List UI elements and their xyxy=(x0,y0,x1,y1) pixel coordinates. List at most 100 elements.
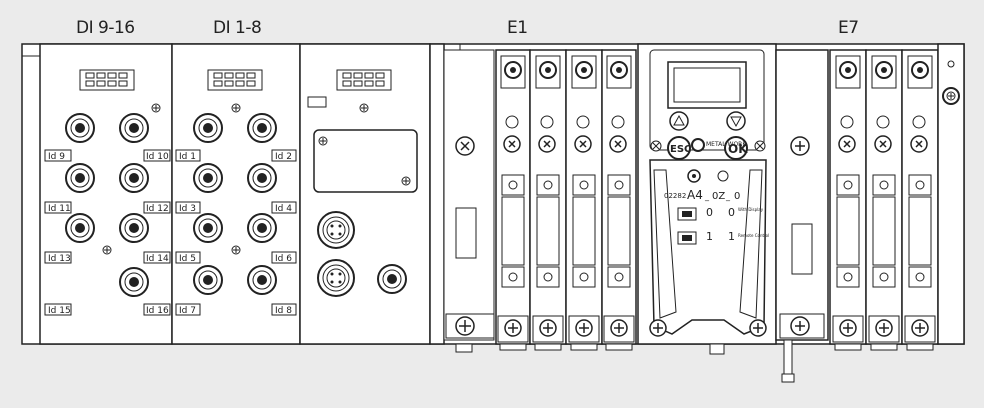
terminal-block-icon xyxy=(79,69,135,91)
screw-icon xyxy=(455,136,475,156)
id-label: Id 4 xyxy=(271,201,297,214)
end-plate-middle xyxy=(775,49,829,383)
connector-icon xyxy=(119,113,149,143)
id-label: Id 12 xyxy=(143,201,171,214)
valve-slice xyxy=(901,49,939,351)
id-label: Id 5 xyxy=(175,251,201,264)
svg-text:Id 14: Id 14 xyxy=(146,254,169,264)
connector-icon xyxy=(193,163,223,193)
svg-text:02282: 02282 xyxy=(664,192,686,200)
valve-slice xyxy=(529,49,567,351)
screw-icon xyxy=(754,140,766,152)
svg-text:OK: OK xyxy=(728,142,748,156)
id-label: Id 3 xyxy=(175,201,201,214)
connector-icon xyxy=(119,267,149,297)
screw-icon xyxy=(151,103,161,113)
screw-icon xyxy=(574,135,592,153)
screw-icon xyxy=(650,140,662,152)
svg-text:Id 5: Id 5 xyxy=(179,254,196,264)
svg-text:0: 0 xyxy=(734,191,740,202)
svg-text:Id 2: Id 2 xyxy=(275,152,292,162)
header-e7: E7 xyxy=(838,18,859,38)
svg-text:Id 10: Id 10 xyxy=(146,152,169,162)
header-e1: E1 xyxy=(507,18,528,38)
connector-icon xyxy=(65,213,95,243)
valve-group-e1 xyxy=(495,49,637,351)
connector-icon xyxy=(317,211,355,249)
svg-text:A4: A4 xyxy=(687,188,703,202)
screw-icon xyxy=(875,319,893,337)
screw-icon xyxy=(539,319,557,337)
led-icon xyxy=(307,96,327,108)
module-bus xyxy=(299,43,431,345)
screw-icon xyxy=(102,245,112,255)
svg-text:Id 4: Id 4 xyxy=(275,204,292,214)
screw-icon xyxy=(911,319,929,337)
led-icon xyxy=(717,170,729,182)
screw-icon xyxy=(610,319,628,337)
module-di-9-16: Id 9 Id 10 Id 11 Id 12 Id 13 Id 14 Id 15… xyxy=(39,43,173,345)
screw-icon xyxy=(838,135,856,153)
svg-text:Id 16: Id 16 xyxy=(146,306,169,316)
connector-icon xyxy=(193,213,223,243)
svg-text:Id 8: Id 8 xyxy=(275,306,292,316)
screw-icon xyxy=(910,135,928,153)
valve-slice xyxy=(865,49,903,351)
id-label: Id 13 xyxy=(44,251,72,264)
screw-icon xyxy=(455,316,475,336)
screw-icon xyxy=(231,245,241,255)
ok-button[interactable]: OK xyxy=(724,136,748,160)
svg-text:Id 11: Id 11 xyxy=(48,204,71,214)
option-zero-right: 0 xyxy=(728,206,735,219)
connector-icon xyxy=(193,113,223,143)
connector-icon xyxy=(247,213,277,243)
connector-icon xyxy=(247,163,277,193)
screw-icon xyxy=(231,103,241,113)
svg-text:_: _ xyxy=(704,192,710,201)
valve-group-e7 xyxy=(829,49,939,351)
connector-icon xyxy=(119,213,149,243)
plus-icon xyxy=(318,136,328,146)
plus-icon xyxy=(401,176,411,186)
note-top: With Display xyxy=(738,207,764,212)
svg-text:Id 7: Id 7 xyxy=(179,306,196,316)
id-label: Id 7 xyxy=(175,303,201,316)
button-arrow-icon[interactable] xyxy=(726,111,746,131)
svg-text:Id 3: Id 3 xyxy=(179,204,196,214)
screw-icon xyxy=(359,103,369,113)
svg-text:0Z: 0Z xyxy=(712,191,725,202)
module-di-1-8: Id 1 Id 2 Id 3 Id 4 Id 5 Id 6 Id 7 Id 8 xyxy=(171,43,301,345)
svg-text:Id 1: Id 1 xyxy=(179,152,196,162)
svg-text:Id 6: Id 6 xyxy=(275,254,292,264)
logo: METAL WORK xyxy=(691,138,747,152)
screw-icon xyxy=(503,135,521,153)
button-arrow-icon[interactable] xyxy=(669,111,689,131)
id-label: Id 15 xyxy=(44,303,72,316)
connector-icon xyxy=(193,265,223,295)
id-label: Id 6 xyxy=(271,251,297,264)
svg-text:METAL WORK: METAL WORK xyxy=(706,141,747,148)
connector-icon xyxy=(317,259,355,297)
screw-icon xyxy=(749,319,767,337)
end-plate-left xyxy=(429,43,496,353)
svg-text:Id 9: Id 9 xyxy=(48,152,65,162)
id-label: Id 10 xyxy=(143,149,171,162)
screw-icon xyxy=(538,135,556,153)
id-label: Id 2 xyxy=(271,149,297,162)
connector-icon xyxy=(247,113,277,143)
esc-button[interactable]: ESC xyxy=(667,136,691,160)
svg-text:Id 15: Id 15 xyxy=(48,306,71,316)
terminal-block-icon xyxy=(207,69,263,91)
id-label: Id 14 xyxy=(143,251,171,264)
connector-icon xyxy=(65,113,95,143)
screw-icon xyxy=(504,319,522,337)
valve-slice xyxy=(601,49,637,351)
screw-icon xyxy=(575,319,593,337)
id-label: Id 8 xyxy=(271,303,297,316)
valve-slice xyxy=(495,49,531,351)
code-text: 02282 A4 _ 0Z _ 0 xyxy=(664,188,740,202)
controller-module: ESC OK METAL WORK 02282 A4 _ 0Z _ 0 0 0 … xyxy=(637,43,777,355)
option-one-right: 1 xyxy=(728,230,735,243)
screw-icon xyxy=(790,136,810,156)
valve-slice xyxy=(829,49,867,351)
